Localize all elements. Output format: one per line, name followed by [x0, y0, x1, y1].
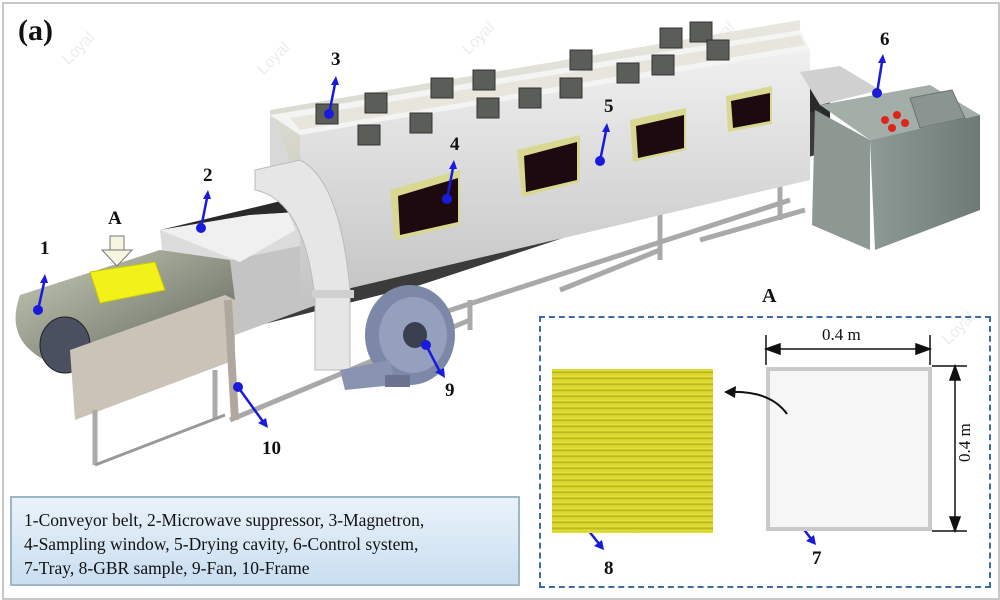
width-dimension-label: 0.4 m [822, 325, 861, 344]
control-system [800, 66, 980, 250]
component-label-9: 9 [445, 380, 455, 401]
panel-label: (a) [18, 14, 53, 47]
component-label-1: 1 [40, 238, 50, 259]
component-label-8: 8 [604, 558, 614, 579]
inset-detail-box [539, 316, 991, 588]
legend-line-1: 1-Conveyor belt, 2-Microwave suppressor,… [24, 510, 425, 530]
legend-line-2: 4-Sampling window, 5-Drying cavity, 6-Co… [24, 534, 419, 554]
component-label-5: 5 [604, 96, 614, 117]
legend-line-3: 7-Tray, 8-GBR sample, 9-Fan, 10-Frame [24, 558, 310, 578]
component-label-10: 10 [262, 438, 281, 459]
detail-arrow-icon [100, 235, 134, 267]
sampling-windows [390, 86, 772, 240]
pointer-arrows [33, 54, 886, 550]
inset-title: A [762, 285, 777, 307]
curved-arrow-icon [727, 390, 788, 415]
gbr-sample [552, 369, 713, 533]
tray [766, 367, 932, 531]
component-label-6: 6 [880, 29, 890, 50]
component-label-2: 2 [203, 165, 213, 186]
conveyor-belt [15, 250, 239, 467]
legend-box: 1-Conveyor belt, 2-Microwave suppressor,… [10, 496, 520, 586]
component-label-7: 7 [812, 548, 822, 569]
component-label-3: 3 [331, 49, 341, 70]
component-label-4: 4 [450, 134, 460, 155]
detail-marker-label: A [108, 208, 122, 229]
magnetrons [315, 21, 730, 146]
height-dimension-label: 0.4 m [955, 423, 974, 462]
